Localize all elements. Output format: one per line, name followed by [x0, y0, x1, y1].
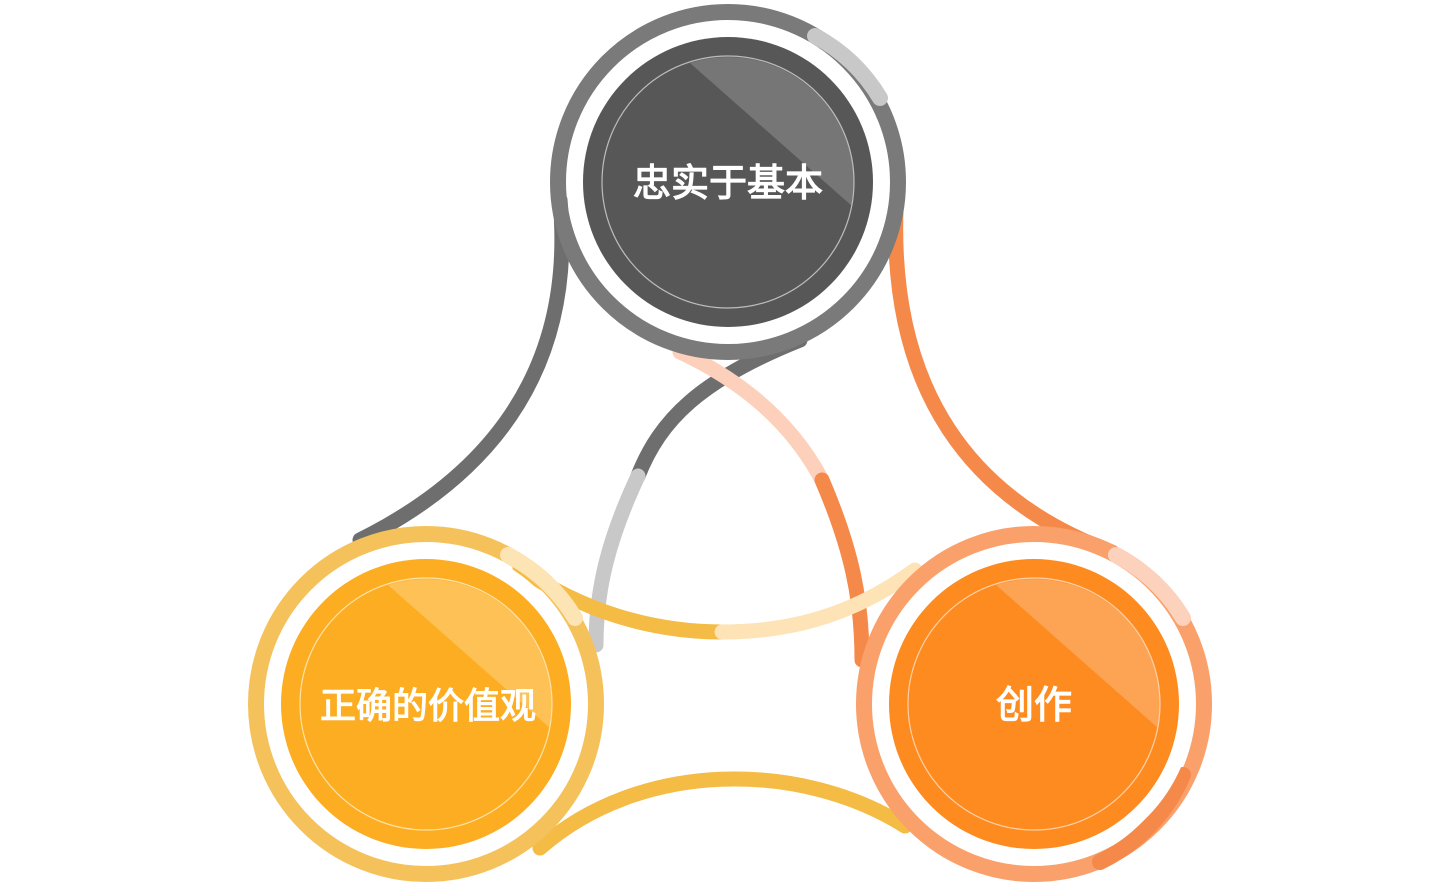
node-right-inner-line: [907, 577, 1161, 831]
node-right-ring-highlight: [1108, 547, 1191, 626]
node-left-ring-highlight: [500, 547, 583, 626]
connector-left-right-bottom: [532, 771, 913, 856]
node-top-outer-ring: [550, 4, 906, 360]
node-top-label: 忠实于基本: [633, 161, 823, 205]
node-left-outer-ring: [248, 526, 604, 882]
node-right-ring-dark-segment: [1092, 767, 1191, 870]
node-right-outer-ring: [856, 526, 1212, 882]
node-top-gloss: [690, 57, 855, 206]
node-left-label: 正确的价值观: [320, 686, 536, 727]
node-right-gloss: [996, 579, 1161, 728]
connector-top-right-inner-dark: [814, 472, 870, 668]
node-top-inner-line: [601, 55, 855, 309]
connector-top-right-outer: [888, 202, 1120, 560]
connector-top-right-inner-light: [672, 344, 830, 488]
connector-top-left-inner-light: [588, 468, 646, 653]
node-right-label: 创作: [996, 683, 1072, 727]
node-top-ring-highlight: [807, 28, 888, 106]
connector-top-left-outer: [352, 192, 570, 548]
node-right: 创作: [856, 526, 1212, 882]
node-left-inner-line: [299, 577, 553, 831]
node-left: 正确的价值观: [248, 526, 604, 882]
node-top: 忠实于基本: [550, 4, 906, 360]
node-left-gloss: [388, 579, 553, 728]
connector-left-right-inner-light: [714, 562, 923, 640]
